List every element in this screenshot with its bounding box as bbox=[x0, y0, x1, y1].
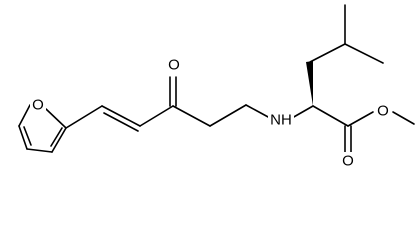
bond-n-calpha bbox=[291, 105, 314, 119]
bond-calpha-carbonyl bbox=[312, 105, 349, 127]
bond-ketone-ch2 bbox=[172, 105, 211, 127]
bond-vinyl-double-inner bbox=[103, 112, 139, 132]
bond-furan-o-c2 bbox=[18, 104, 31, 127]
bond-furan-vinyl bbox=[65, 105, 103, 129]
bond-ester-o-methyl bbox=[392, 111, 415, 125]
bond-ch2-ch2 bbox=[209, 104, 247, 127]
bond-vinyl-ketone bbox=[139, 105, 174, 127]
bond-furan-c2-c3 bbox=[18, 125, 28, 150]
bond-ch2-ch bbox=[309, 43, 346, 63]
ester-oxygen-label: O bbox=[377, 103, 389, 120]
ketone-chain bbox=[169, 76, 314, 127]
furan-oxygen-label: O bbox=[32, 97, 44, 114]
bond-carbonyl-ester-o bbox=[347, 111, 374, 127]
amine-label: NH bbox=[270, 112, 292, 129]
carbonyl-oxygen-label: O bbox=[342, 153, 354, 170]
ketone-oxygen-label: O bbox=[168, 57, 180, 74]
bond-vinyl-double bbox=[101, 105, 141, 127]
bond-furan-c3-c3-double bbox=[23, 126, 32, 146]
furan-ring bbox=[18, 104, 67, 153]
bond-ch-methyl-right bbox=[344, 43, 384, 64]
methyl-ester bbox=[312, 105, 415, 153]
isobutyl-side-chain bbox=[306, 4, 384, 106]
bond-furan-c4-c5-double bbox=[50, 127, 63, 147]
bond-furan-c4-c5 bbox=[51, 127, 67, 153]
vinyl-chain bbox=[65, 105, 174, 132]
bond-furan-c3-c4 bbox=[26, 148, 53, 153]
bond-furan-c5-o bbox=[45, 108, 67, 129]
molecule-structure: O O NH O O bbox=[18, 4, 415, 170]
bond-ch2-n bbox=[245, 104, 271, 119]
atom-labels: O O NH O O bbox=[30, 56, 391, 170]
stereo-wedge-bond bbox=[306, 61, 313, 106]
